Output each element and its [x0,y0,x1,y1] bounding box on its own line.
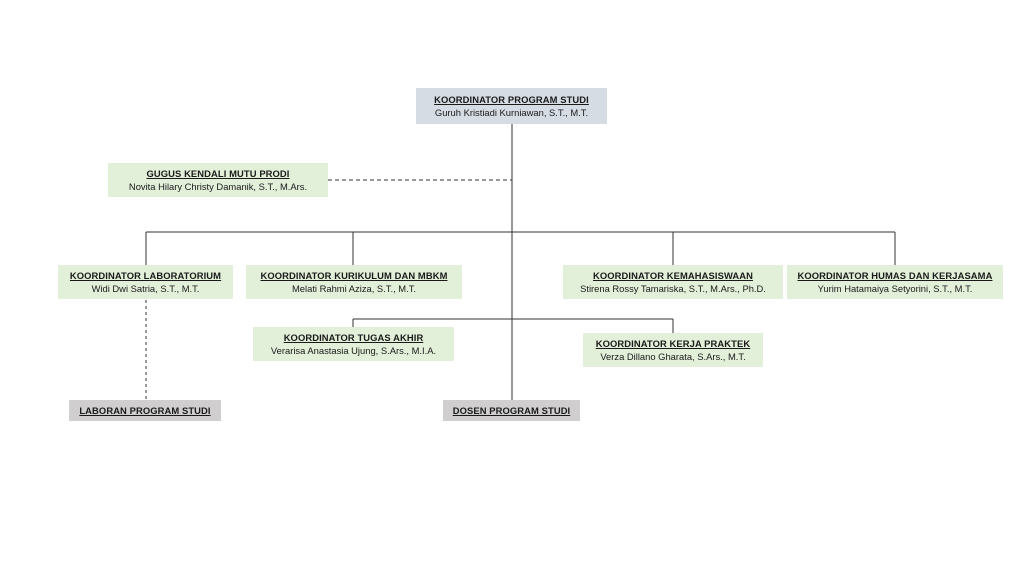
lecturers-title: DOSEN PROGRAM STUDI [452,405,571,416]
internship-coordinator-box: KOORDINATOR KERJA PRAKTEK Verza Dillano … [583,333,763,367]
public-relations-coordinator-title: KOORDINATOR HUMAS DAN KERJASAMA [797,270,993,281]
lab-staff-title: LABORAN PROGRAM STUDI [79,405,211,416]
lab-coordinator-box: KOORDINATOR LABORATORIUM Widi Dwi Satria… [58,265,233,299]
curriculum-coordinator-person: Melati Rahmi Aziza, S.T., M.T. [292,283,416,294]
student-affairs-coordinator-title: KOORDINATOR KEMAHASISWAAN [593,270,753,281]
final-project-coordinator-box: KOORDINATOR TUGAS AKHIR Verarisa Anastas… [253,327,454,361]
final-project-coordinator-person: Verarisa Anastasia Ujung, S.Ars., M.I.A. [270,345,437,356]
head-coordinator-person: Guruh Kristiadi Kurniawan, S.T., M.T. [434,107,589,118]
quality-unit-box: GUGUS KENDALI MUTU PRODI Novita Hilary C… [108,163,328,197]
lab-staff-box: LABORAN PROGRAM STUDI [69,400,221,421]
final-project-coordinator-title: KOORDINATOR TUGAS AKHIR [283,332,424,343]
student-affairs-coordinator-person: Stirena Rossy Tamariska, S.T., M.Ars., P… [580,283,766,294]
internship-coordinator-person: Verza Dillano Gharata, S.Ars., M.T. [600,351,746,362]
head-coordinator-title: KOORDINATOR PROGRAM STUDI [434,94,589,105]
curriculum-coordinator-title: KOORDINATOR KURIKULUM DAN MBKM [260,270,448,281]
lab-coordinator-title: KOORDINATOR LABORATORIUM [69,270,222,281]
internship-coordinator-title: KOORDINATOR KERJA PRAKTEK [595,338,751,349]
public-relations-coordinator-person: Yurim Hatamaiya Setyorini, S.T., M.T. [817,283,973,294]
public-relations-coordinator-box: KOORDINATOR HUMAS DAN KERJASAMA Yurim Ha… [787,265,1003,299]
lab-coordinator-person: Widi Dwi Satria, S.T., M.T. [91,283,200,294]
quality-unit-person: Novita Hilary Christy Damanik, S.T., M.A… [128,181,308,192]
curriculum-coordinator-box: KOORDINATOR KURIKULUM DAN MBKM Melati Ra… [246,265,462,299]
student-affairs-coordinator-box: KOORDINATOR KEMAHASISWAAN Stirena Rossy … [563,265,783,299]
lecturers-box: DOSEN PROGRAM STUDI [443,400,580,421]
head-coordinator-box: KOORDINATOR PROGRAM STUDI Guruh Kristiad… [416,88,607,124]
quality-unit-title: GUGUS KENDALI MUTU PRODI [146,168,290,179]
